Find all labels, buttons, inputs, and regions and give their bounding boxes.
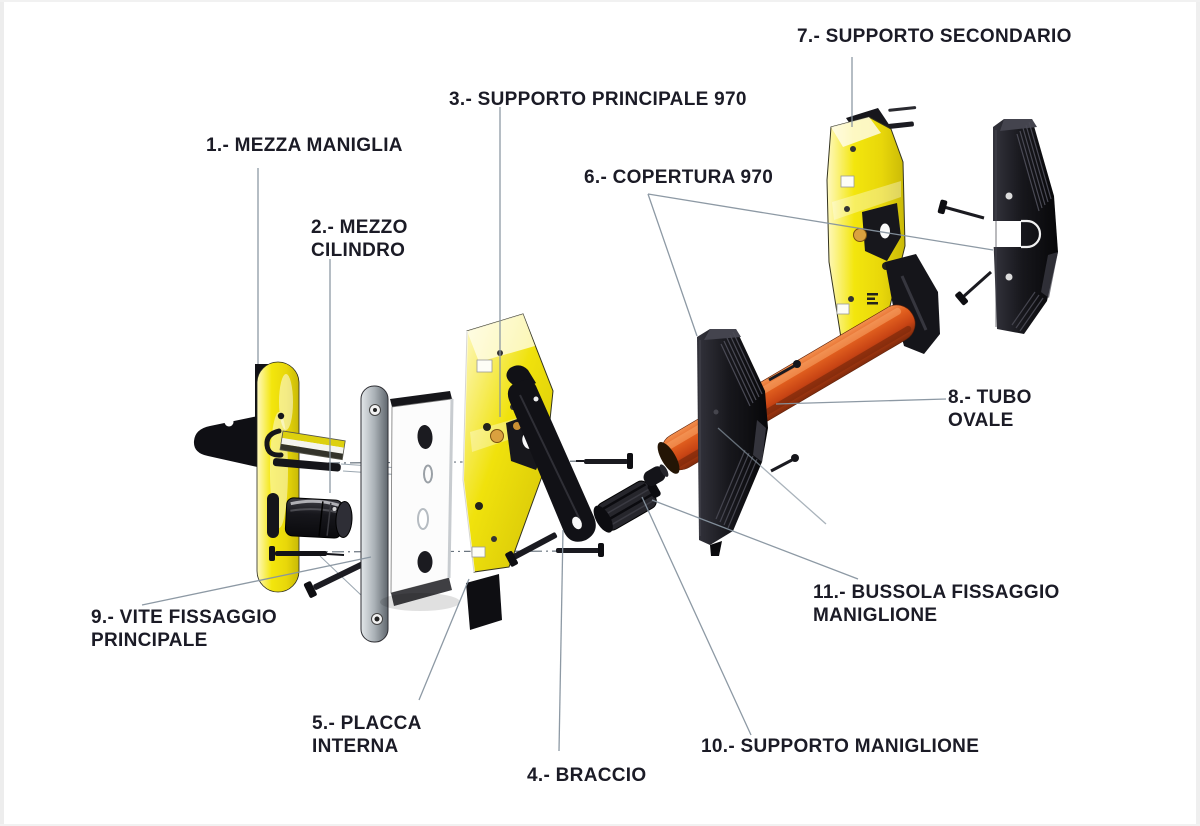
label-mezza-maniglia: 1.- MEZZA MANIGLIA <box>206 135 403 156</box>
leader-line-10 <box>641 496 752 736</box>
screws-right-cover <box>937 199 992 306</box>
lock-faceplate <box>360 385 389 643</box>
screw-horizontal-upper <box>576 453 633 469</box>
cover-ribs-top <box>1016 121 1052 212</box>
label-supporto-maniglione: 10.- SUPPORTO MANIGLIONE <box>701 736 980 757</box>
fixing-pin <box>269 546 345 561</box>
bushing-orange-dot <box>490 429 504 443</box>
label-supporto-secondario: 7.- SUPPORTO SECONDARIO <box>797 26 1072 47</box>
tube-end-cap <box>657 441 680 474</box>
leader-line-9 <box>141 556 372 606</box>
top-pins <box>881 106 917 130</box>
plate-hole <box>277 412 285 420</box>
part-copertura-right <box>993 119 1058 334</box>
part-braccio <box>506 365 596 542</box>
leader-line-4 <box>558 529 564 752</box>
escutcheon-plate <box>256 361 300 593</box>
screw-diagonal-lower <box>505 532 558 567</box>
part-supporto-secondario <box>826 106 917 339</box>
leader-line-6b <box>647 193 994 251</box>
bushing-orange-dot <box>853 228 867 242</box>
leader-line-6a <box>647 193 698 337</box>
vertical-slot <box>267 493 279 538</box>
part-mezzo-cilindro <box>284 497 353 539</box>
screws-central-cover <box>768 360 801 473</box>
part-bussola-fissaggio <box>593 480 661 533</box>
axis-line-lower <box>265 550 603 553</box>
leader-line-extra <box>717 427 827 525</box>
label-copertura: 6.- COPERTURA 970 <box>584 167 774 188</box>
label-supporto-principale: 3.- SUPPORTO PRINCIPALE 970 <box>449 89 747 110</box>
stamped-mark <box>867 293 878 305</box>
cover-ribs-top <box>720 331 763 407</box>
leader-line-11 <box>651 499 859 580</box>
part-mezza-maniglia <box>193 361 353 593</box>
spindle-bar <box>279 430 346 461</box>
part-placca-interna <box>360 385 502 643</box>
screw-horizontal-lower <box>556 543 604 557</box>
screw-vite-fissaggio-principale <box>303 559 369 598</box>
part-copertura-central <box>697 329 768 556</box>
cover-ribs-bottom <box>1011 291 1044 332</box>
lock-case-body <box>380 391 460 611</box>
cover-notch <box>993 221 1021 247</box>
lock-case-wedge <box>466 574 502 630</box>
leader-lines <box>141 57 994 752</box>
leader-line-5 <box>418 578 470 701</box>
keyway-slot <box>264 428 284 458</box>
label-braccio: 4.- BRACCIO <box>527 765 647 786</box>
leader-line-8 <box>775 398 947 405</box>
plate-slot-bar <box>272 458 341 472</box>
part-supporto-maniglione-stud <box>643 464 669 486</box>
cover-ribs-bottom <box>715 449 758 529</box>
